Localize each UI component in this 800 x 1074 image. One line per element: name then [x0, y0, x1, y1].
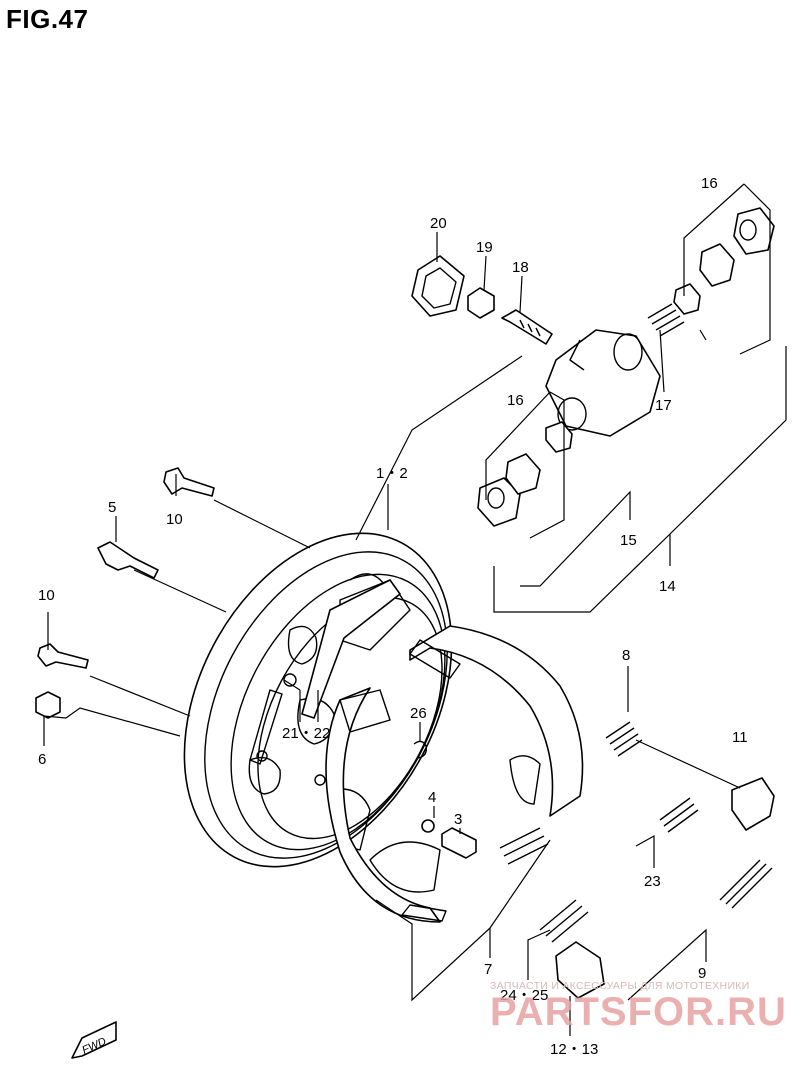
- callout-10-upper: 10: [166, 511, 183, 528]
- callout-6: 6: [38, 751, 46, 768]
- leader-lines: [43, 183, 787, 1036]
- callout-23: 23: [644, 873, 661, 890]
- watermark-brand: PARTSFOR.RU: [490, 990, 787, 1034]
- bolt-10-lower: [37, 643, 89, 669]
- parking-lever: [301, 579, 401, 719]
- callout-19: 19: [476, 239, 493, 256]
- callout-3: 3: [454, 811, 462, 828]
- callout-17: 17: [655, 397, 672, 414]
- nut-6: [35, 691, 61, 719]
- callout-7: 7: [484, 961, 492, 978]
- spring-24-25: [539, 899, 589, 943]
- callout-26: 26: [410, 705, 427, 722]
- spring-23: [659, 797, 699, 833]
- callout-10-lower: 10: [38, 587, 55, 604]
- callout-labels: 20 19 18 16 17 16 1・2 15 14 5 10 10 6 8 …: [38, 175, 748, 1058]
- figure-title: FIG.47: [6, 4, 89, 34]
- bleeder-screw: [501, 309, 553, 345]
- callout-20: 20: [430, 215, 447, 232]
- callout-15: 15: [620, 532, 637, 549]
- watermark-tagline: ЗАПЧАСТИ И АКСЕССУАРЫ ДЛЯ МОТОТЕХНИКИ: [490, 980, 750, 992]
- callout-12-13: 12・13: [550, 1041, 598, 1058]
- bolt-5: [97, 541, 159, 579]
- washer-4: [421, 819, 435, 833]
- bleeder-cap: [467, 287, 495, 319]
- spring-return: [499, 827, 549, 865]
- cylinder-kit-lower: [477, 421, 573, 527]
- callout-14: 14: [659, 578, 676, 595]
- callout-18: 18: [512, 259, 529, 276]
- callout-21-22: 21・22: [282, 725, 330, 742]
- spring-9: [719, 859, 773, 909]
- callout-11: 11: [732, 729, 748, 746]
- holder-12-13: [555, 941, 605, 999]
- brake-shoe-rear: [325, 687, 447, 923]
- callout-5: 5: [108, 499, 116, 516]
- bolt-10-upper: [163, 467, 215, 497]
- callout-16-lower: 16: [507, 392, 524, 409]
- wheel-cylinder: [545, 329, 661, 437]
- adjuster-11: [731, 777, 775, 831]
- cylinder-kit-upper: [647, 207, 775, 337]
- callout-9: 9: [698, 965, 706, 982]
- fwd-arrow: FWD: [71, 1021, 117, 1059]
- callout-24-25: 24・25: [500, 987, 548, 1004]
- callout-4: 4: [428, 789, 436, 806]
- spring-8: [605, 721, 643, 757]
- clip-26: [413, 740, 428, 759]
- brake-shoe-front: [409, 625, 584, 817]
- callout-16-upper: 16: [701, 175, 718, 192]
- callout-8: 8: [622, 647, 630, 664]
- bolt-3: [441, 827, 477, 859]
- callout-1-2: 1・2: [376, 465, 408, 482]
